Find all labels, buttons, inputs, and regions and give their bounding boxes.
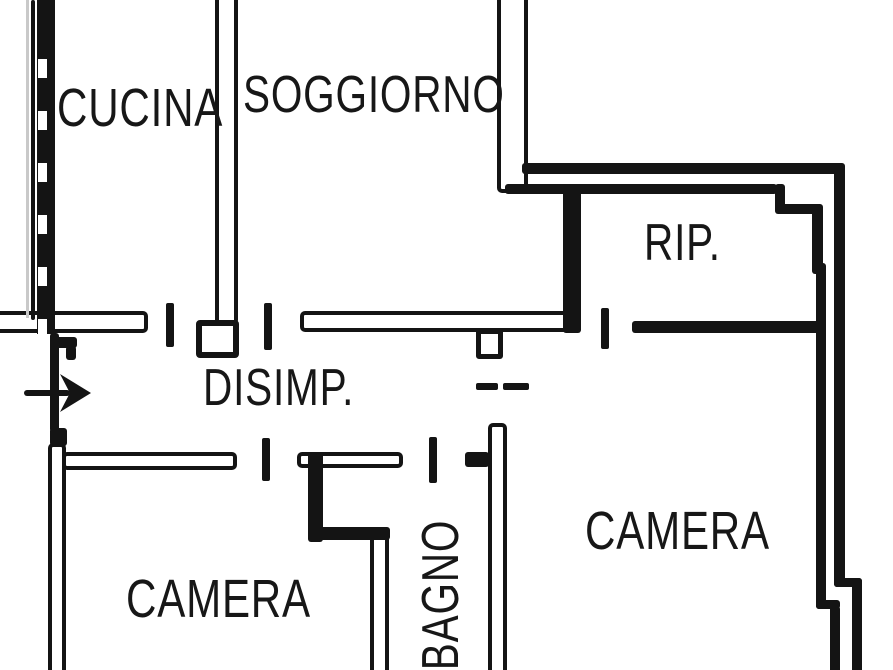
bagno-west-wall — [370, 527, 389, 670]
exterior-wall-east — [834, 163, 845, 587]
camera-left-door-jamb-tick — [262, 438, 270, 481]
soggiorno-east-wall — [497, 0, 528, 193]
bagno-door-stub — [465, 452, 489, 467]
entry-west-wall-jog — [50, 428, 67, 446]
disimp-south-wall — [62, 452, 237, 470]
disimp-north-wall — [300, 311, 580, 332]
rip-north-inner-wall — [505, 184, 777, 194]
passage-dash-left — [476, 383, 498, 390]
rip-south-wall — [632, 321, 822, 333]
entrance-arrow-icon — [24, 374, 92, 412]
rip-north-step — [775, 184, 785, 212]
camera-left-west-wall — [48, 443, 66, 670]
entry-door-jamb — [55, 337, 77, 348]
rip-door-jamb-tick — [601, 308, 609, 349]
bagno-east-wall — [488, 423, 507, 670]
room-label-camera-right: CAMERA — [585, 501, 770, 561]
bagno-west-wall-upper — [308, 452, 323, 542]
room-label-soggiorno: SOGGIORNO — [243, 66, 505, 124]
room-label-camera-left: CAMERA — [126, 569, 311, 629]
entry-west-wall — [50, 333, 59, 432]
camera-right-door-jamb-tick — [429, 437, 437, 483]
exterior-wall-left-face — [31, 0, 35, 320]
rip-west-wall — [563, 186, 581, 333]
rip-north-inner-wall-right — [775, 204, 822, 214]
rip-east-wall-jog — [812, 263, 826, 274]
cucina-soggiorno-wall — [215, 0, 238, 325]
rip-east-inner-wall-upper — [812, 204, 823, 269]
door-pivot-bump — [476, 329, 503, 359]
room-label-rip: RIP. — [644, 214, 721, 272]
exterior-wall-east-lower — [852, 578, 862, 670]
room-label-bagno: BAGNO — [412, 519, 470, 670]
exterior-wall-north — [522, 163, 844, 174]
entry-door-jamb-tab — [66, 346, 76, 360]
soggiorno-door-jamb-tick — [264, 303, 272, 350]
bagno-step-wall — [308, 527, 390, 540]
bagno-north-wall — [297, 452, 403, 468]
exterior-wall-east-step — [834, 578, 862, 587]
camera-right-east-inner-step — [816, 600, 840, 609]
cucina-south-wall — [0, 311, 148, 333]
door-foot-cucina-soggiorno — [196, 320, 239, 358]
camera-right-east-inner-wall-lower — [830, 606, 840, 670]
entrance-arrow-tail — [24, 390, 70, 396]
scan-artifact-line — [26, 0, 29, 318]
room-label-cucina: CUCINA — [57, 78, 224, 138]
cucina-door-jamb-tick — [166, 303, 174, 347]
exterior-wall-left-hatched — [37, 0, 55, 334]
camera-right-east-inner-wall — [816, 269, 826, 609]
passage-dash-right — [503, 383, 529, 390]
room-label-disimp: DISIMP. — [203, 359, 355, 417]
